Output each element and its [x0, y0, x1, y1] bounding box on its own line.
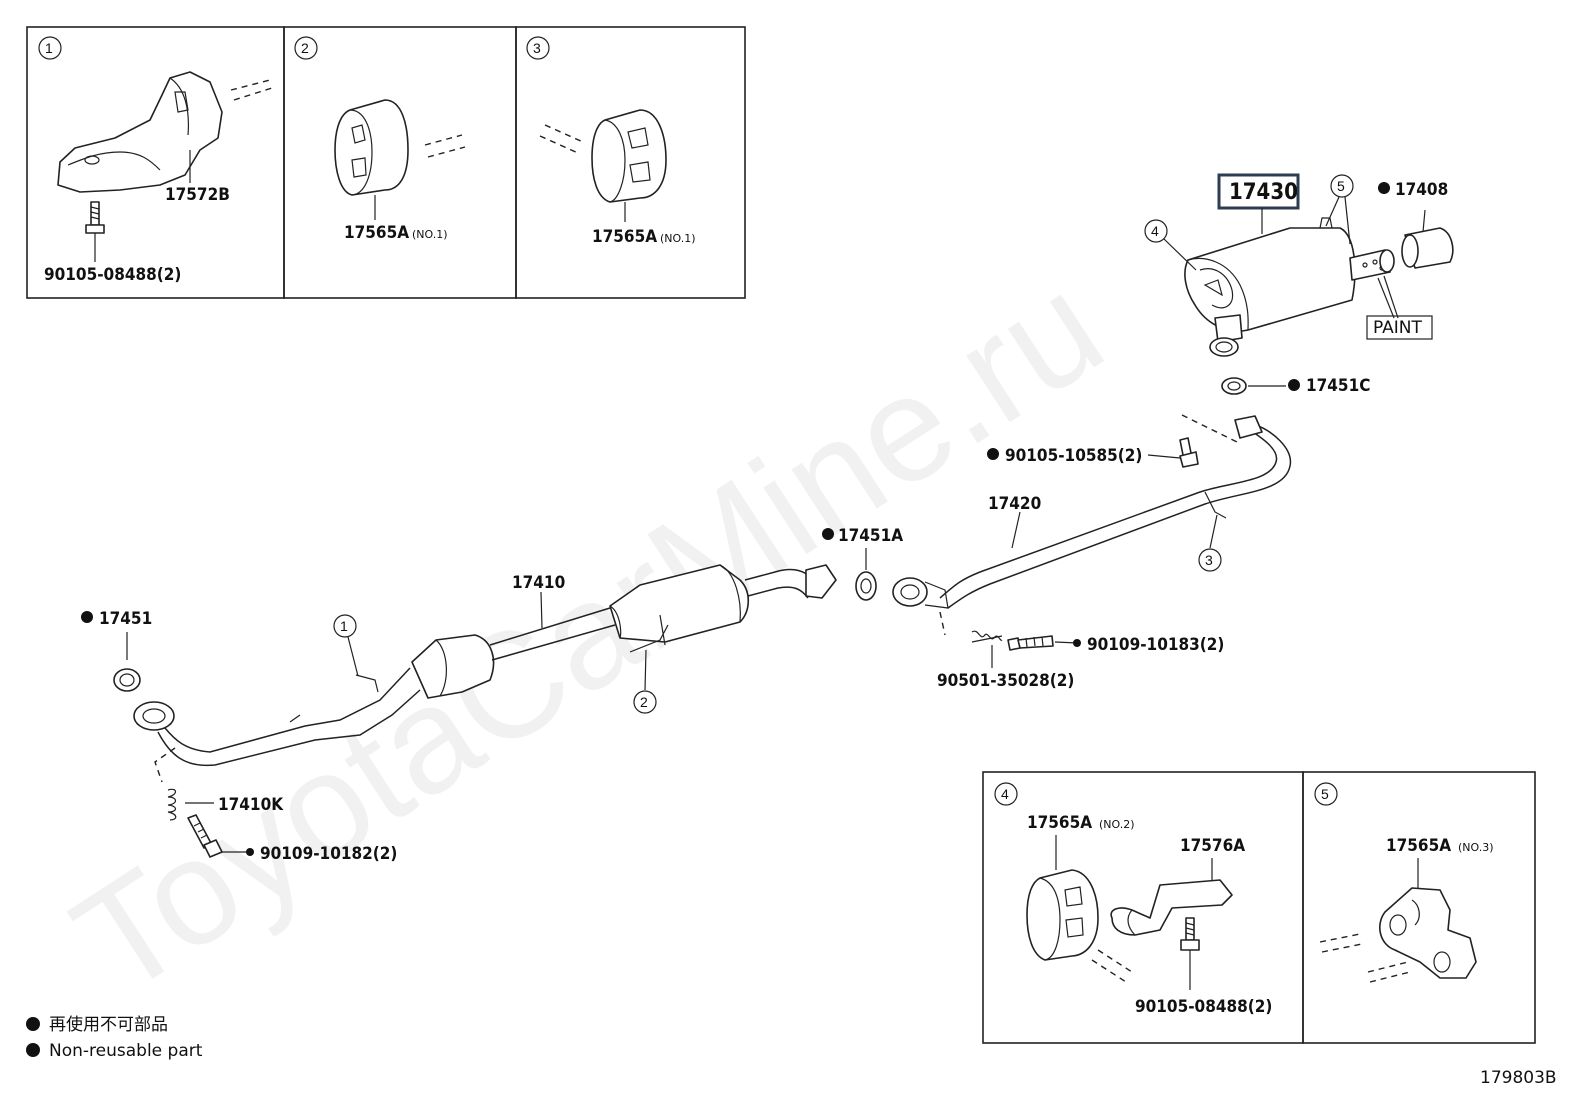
- callout-3-ref-label: 3: [1205, 552, 1213, 568]
- muffler-17430: [1184, 227, 1356, 332]
- gasket-17451: [113, 668, 141, 692]
- detail-box-3: 3 17565A (NO.1): [515, 26, 746, 299]
- callout-5-ref-label: 5: [1337, 178, 1345, 194]
- detail-box-1: 1 17572B 90105-08488(2): [26, 26, 285, 299]
- part-17565a-no1-label: 17565A: [344, 223, 409, 243]
- spring-90501-35028: [971, 630, 1003, 668]
- note-no3: (NO.3): [1458, 841, 1494, 854]
- detail-box-2: 2 17565A (NO.1): [283, 26, 517, 299]
- legend-en: Non-reusable part: [49, 1041, 203, 1061]
- bolt-90109-10182: [187, 814, 250, 858]
- detail-box-5: 5 17565A (NO.3): [1302, 771, 1536, 1044]
- part-17408-label: 17408: [1395, 180, 1448, 200]
- part-90109-10183-label: 90109-10183(2): [1087, 635, 1224, 655]
- callout-2-ref-label: 2: [640, 694, 648, 710]
- rubber-hanger-17565a-no1-b: [591, 109, 667, 203]
- part-90109-10182-label: 90109-10182(2): [260, 844, 397, 864]
- part-17451-label: 17451: [99, 609, 152, 629]
- part-17451c-label: 17451C: [1306, 376, 1370, 396]
- part-17572b-label: 17572B: [165, 185, 230, 205]
- part-17410k-label: 17410K: [218, 795, 284, 815]
- part-17565a-no3-label: 17565A: [1386, 836, 1451, 856]
- hanger-bracket-17572b: [57, 71, 223, 193]
- callout-1-ref-label: 1: [340, 618, 348, 634]
- callout-4-ref-label: 4: [1151, 223, 1159, 239]
- part-17565a-no2-label: 17565A: [1027, 813, 1092, 833]
- callout-4-label: 4: [1001, 786, 1009, 802]
- part-17565a-no1-b-label: 17565A: [592, 227, 657, 247]
- part-90105-10585-label: 90105-10585(2): [1005, 446, 1142, 466]
- front-pipe-17410: [133, 564, 837, 767]
- bolt-90109-10183: [1007, 635, 1079, 651]
- gasket-17451c: [1221, 377, 1247, 395]
- callout-1-label: 1: [45, 40, 53, 56]
- part-17410-label: 17410: [512, 573, 565, 593]
- rubber-hanger-17565a-no2: [1026, 869, 1099, 961]
- part-90105-08488-b-label: 90105-08488(2): [1135, 997, 1272, 1017]
- legend-jp: 再使用不可部品: [49, 1014, 168, 1035]
- part-17430-label: 17430: [1229, 180, 1298, 205]
- callout-2-label: 2: [301, 40, 309, 56]
- rubber-hanger-17565a-no3: [1379, 887, 1477, 979]
- note-no2: (NO.2): [1099, 818, 1135, 831]
- note-no1-b: (NO.1): [660, 232, 696, 245]
- detail-box-4: 4 17565A (NO.2) 17576A 90105-08488(2): [982, 771, 1304, 1044]
- part-90501-35028-label: 90501-35028(2): [937, 671, 1074, 691]
- note-no1: (NO.1): [412, 228, 448, 241]
- spring-17410k: [167, 788, 214, 821]
- part-90105-08488-a-label: 90105-08488(2): [44, 265, 181, 285]
- tail-pipe-17420: [892, 415, 1292, 609]
- diagram-id: 179803B: [1480, 1068, 1557, 1088]
- gasket-17451a: [855, 571, 877, 601]
- paint-label: PAINT: [1373, 318, 1423, 338]
- muffler-assembly: [1184, 209, 1454, 357]
- part-17430-highlight: [1217, 173, 1300, 210]
- part-17420-label: 17420: [988, 494, 1041, 514]
- callout-5-label: 5: [1321, 786, 1329, 802]
- watermark: ToyotaCarMine.ru: [46, 241, 1130, 1027]
- bracket-17576a: [1110, 879, 1233, 936]
- part-17576a-label: 17576A: [1180, 836, 1245, 856]
- callout-3-label: 3: [533, 40, 541, 56]
- part-17451a-label: 17451A: [838, 526, 903, 546]
